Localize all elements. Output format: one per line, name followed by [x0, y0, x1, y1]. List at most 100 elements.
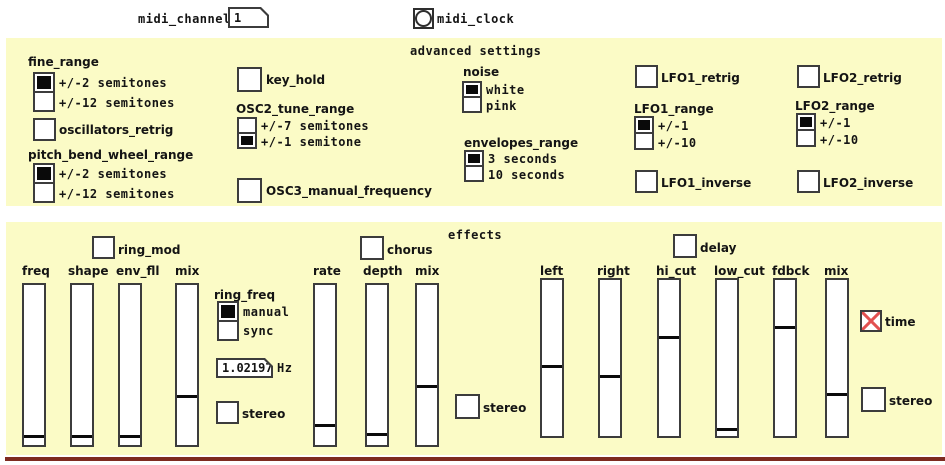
slider-label-env-fll: env_fll [116, 264, 160, 278]
envelopes-option-3s-label: 3 seconds [488, 152, 558, 166]
delay-stereo-toggle[interactable] [861, 387, 886, 412]
midi-clock-label: midi_clock [437, 12, 515, 26]
slider-label-right: right [597, 264, 630, 278]
noise-label: noise [463, 65, 500, 79]
freq-slider[interactable] [22, 283, 46, 447]
noise-option-pink[interactable] [462, 96, 482, 113]
slider-label-left: left [540, 264, 564, 278]
low-cut-slider-handle[interactable] [717, 427, 737, 431]
delay-mix-slider[interactable] [825, 278, 849, 438]
chorus-mix-slider[interactable] [415, 283, 439, 447]
ring-freq-unit-label: Hz [277, 361, 293, 375]
oscillators-retrig-toggle[interactable] [33, 118, 56, 141]
left-slider[interactable] [540, 278, 564, 438]
slider-label-rate: rate [313, 264, 341, 278]
right-slider[interactable] [598, 278, 622, 438]
slider-label-chorus-mix: mix [415, 264, 440, 278]
lfo1-inverse-label: LFO1_inverse [661, 176, 752, 190]
key-hold-label: key_hold [266, 73, 326, 87]
lfo1-range-label: LFO1_range [634, 102, 714, 116]
lfo2-inverse-toggle[interactable] [797, 170, 820, 193]
slider-label-delay-mix: mix [824, 264, 849, 278]
ring-freq-option-sync-label: sync [243, 324, 274, 338]
effects-title: effects [448, 228, 503, 242]
shape-slider-handle[interactable] [72, 435, 92, 438]
slider-label-freq: freq [22, 264, 50, 278]
hi-cut-slider[interactable] [657, 278, 681, 438]
rate-slider-handle[interactable] [315, 423, 335, 427]
delay-mix-slider-handle[interactable] [827, 393, 847, 397]
delay-stereo-label: stereo [889, 394, 933, 408]
fdbck-slider-handle[interactable] [775, 326, 795, 330]
slider-label-shape: shape [68, 264, 109, 278]
ring-freq-value[interactable]: 1.02197 [218, 360, 271, 376]
osc2-tune-range-label: OSC2_tune_range [236, 102, 355, 116]
midi-channel-numberbox[interactable]: 1 [228, 7, 269, 28]
lfo2-inverse-label: LFO2_inverse [823, 176, 914, 190]
chorus-mix-slider-handle[interactable] [417, 385, 437, 389]
key-hold-toggle[interactable] [237, 67, 262, 92]
pitch-bend-option-12st-label: +/-12 semitones [59, 187, 175, 201]
ring-mod-toggle[interactable] [92, 236, 115, 259]
shape-slider[interactable] [70, 283, 94, 447]
lfo2-range-option-10[interactable] [796, 129, 816, 147]
osc2-option-1st[interactable] [237, 132, 257, 149]
low-cut-slider[interactable] [715, 278, 739, 438]
slider-label-fdbck: fdbck [772, 264, 810, 278]
lfo2-retrig-toggle[interactable] [797, 65, 820, 88]
lfo1-retrig-toggle[interactable] [635, 65, 658, 88]
delay-time-toggle[interactable] [860, 310, 882, 332]
noise-option-white-label: white [486, 83, 525, 97]
osc2-option-1st-label: +/-1 semitone [261, 135, 362, 149]
chorus-toggle[interactable] [360, 236, 384, 260]
lfo2-range-option-1[interactable] [796, 113, 816, 131]
ring-freq-option-sync[interactable] [217, 320, 239, 341]
pitch-bend-option-2st[interactable] [33, 163, 55, 184]
ring-mix-slider-handle[interactable] [177, 395, 197, 398]
ring-freq-option-manual[interactable] [217, 301, 239, 322]
ring-freq-numberbox[interactable]: 1.02197 [216, 358, 273, 378]
pitch-bend-option-12st[interactable] [33, 182, 55, 203]
osc3-manual-frequency-toggle[interactable] [237, 178, 262, 203]
delay-toggle[interactable] [673, 234, 697, 258]
ring-mod-label: ring_mod [118, 243, 181, 257]
depth-slider[interactable] [365, 283, 389, 447]
pitch-bend-wheel-range-label: pitch_bend_wheel_range [28, 148, 194, 162]
fine-range-option-12st-label: +/-12 semitones [59, 96, 175, 110]
hi-cut-slider-handle[interactable] [659, 335, 679, 339]
lfo2-retrig-label: LFO2_retrig [823, 71, 902, 85]
lfo2-range-label: LFO2_range [795, 99, 875, 113]
fine-range-option-2st-label: +/-2 semitones [59, 76, 168, 90]
advanced-settings-title: advanced settings [410, 44, 542, 58]
envelopes-option-10s[interactable] [464, 165, 484, 182]
ring-mix-slider[interactable] [175, 283, 199, 447]
delay-time-label: time [885, 315, 916, 329]
fine-range-option-2st[interactable] [33, 72, 55, 93]
ring-stereo-label: stereo [242, 407, 286, 421]
fdbck-slider[interactable] [773, 278, 797, 438]
env-fll-slider-handle[interactable] [120, 435, 140, 438]
lfo1-inverse-toggle[interactable] [635, 170, 658, 193]
rate-slider[interactable] [313, 283, 337, 447]
fine-range-option-12st[interactable] [33, 91, 55, 112]
slider-label-ring-mix: mix [175, 264, 200, 278]
left-slider-handle[interactable] [542, 365, 562, 369]
slider-label-hi-cut: hi_cut [656, 264, 697, 278]
delay-label: delay [700, 241, 737, 255]
lfo1-range-option-1[interactable] [634, 116, 654, 134]
midi-channel-value[interactable]: 1 [230, 9, 267, 26]
depth-slider-handle[interactable] [367, 433, 387, 437]
lfo2-range-option-10-label: +/-10 [820, 133, 859, 147]
midi-clock-bang[interactable] [413, 8, 434, 29]
bottom-border-line [5, 457, 945, 461]
envelopes-range-label: envelopes_range [464, 136, 579, 150]
lfo1-range-option-10[interactable] [634, 132, 654, 150]
lfo1-range-option-1-label: +/-1 [658, 119, 689, 133]
env-fll-slider[interactable] [118, 283, 142, 447]
fine-range-label: fine_range [28, 55, 99, 69]
ring-stereo-toggle[interactable] [216, 401, 239, 424]
freq-slider-handle[interactable] [24, 435, 44, 438]
chorus-stereo-toggle[interactable] [455, 394, 480, 419]
right-slider-handle[interactable] [600, 374, 620, 378]
